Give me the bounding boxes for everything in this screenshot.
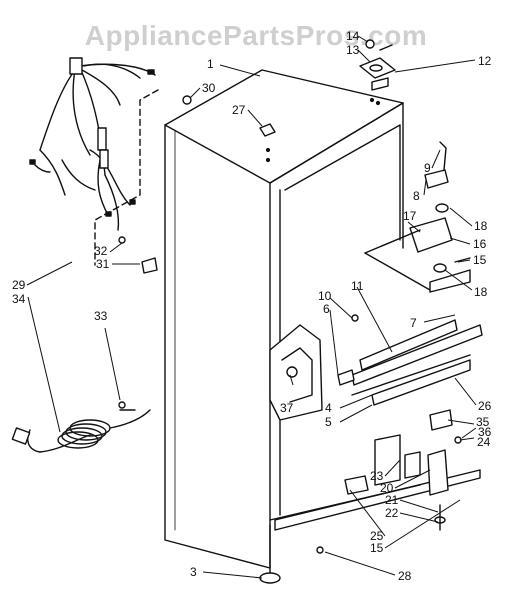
callout-15b: 15 — [370, 541, 384, 555]
top-hinge-assembly — [359, 39, 396, 91]
cabinet-shell — [164, 69, 481, 569]
callout-4: 4 — [325, 401, 332, 415]
bracket-31 — [141, 257, 158, 274]
callout-17: 17 — [403, 209, 417, 223]
callout-32: 32 — [94, 244, 108, 258]
callout-10: 10 — [318, 289, 332, 303]
callout-14: 14 — [346, 29, 360, 43]
callout-26: 26 — [478, 399, 492, 413]
harness-dashed-outline — [94, 89, 159, 266]
callout-15a: 15 — [473, 253, 487, 267]
callout-31: 31 — [96, 257, 110, 271]
callout-21: 21 — [385, 493, 399, 507]
callout-35: 35 — [476, 415, 490, 429]
callout-24: 24 — [477, 435, 491, 449]
callout-18b: 18 — [474, 285, 488, 299]
callout-36: 36 — [478, 425, 492, 439]
callout-13: 13 — [346, 43, 360, 57]
right-hinge-parts — [364, 141, 471, 293]
plug-27 — [259, 123, 276, 137]
callout-3: 3 — [190, 565, 197, 579]
callout-5: 5 — [325, 415, 332, 429]
callout-33: 33 — [94, 309, 108, 323]
callout-labels: 1 3 4 5 6 7 8 9 10 11 12 13 14 15 15 16 … — [12, 29, 492, 583]
cross-rails — [351, 319, 483, 406]
screw-28 — [316, 546, 324, 554]
callout-11: 11 — [351, 279, 364, 293]
callout-7: 7 — [410, 316, 417, 330]
leader-lines — [26, 35, 477, 579]
power-cord — [11, 409, 151, 453]
bottom-brackets — [344, 409, 462, 531]
callout-29: 29 — [12, 278, 26, 292]
callout-25: 25 — [370, 529, 384, 543]
callout-1: 1 — [207, 57, 214, 71]
screw-10 — [351, 314, 359, 322]
screw-33 — [118, 401, 126, 409]
callout-34: 34 — [12, 292, 26, 306]
callout-23: 23 — [370, 469, 384, 483]
wire-harness — [29, 57, 156, 231]
callout-28: 28 — [398, 569, 412, 583]
callout-18a: 18 — [474, 219, 488, 233]
part-6 — [337, 369, 355, 386]
screw-32 — [118, 236, 126, 244]
callout-20: 20 — [380, 481, 394, 495]
callout-9: 9 — [424, 161, 431, 175]
callout-6: 6 — [323, 302, 330, 316]
screw-30 — [182, 95, 192, 105]
control-housing — [269, 324, 323, 421]
callout-12: 12 — [478, 54, 492, 68]
callout-37: 37 — [280, 401, 294, 415]
leveling-leg-3 — [259, 567, 281, 584]
callout-16: 16 — [473, 237, 487, 251]
callout-27: 27 — [232, 103, 246, 117]
callout-8: 8 — [413, 189, 420, 203]
callout-22: 22 — [385, 506, 399, 520]
callout-30: 30 — [202, 81, 216, 95]
